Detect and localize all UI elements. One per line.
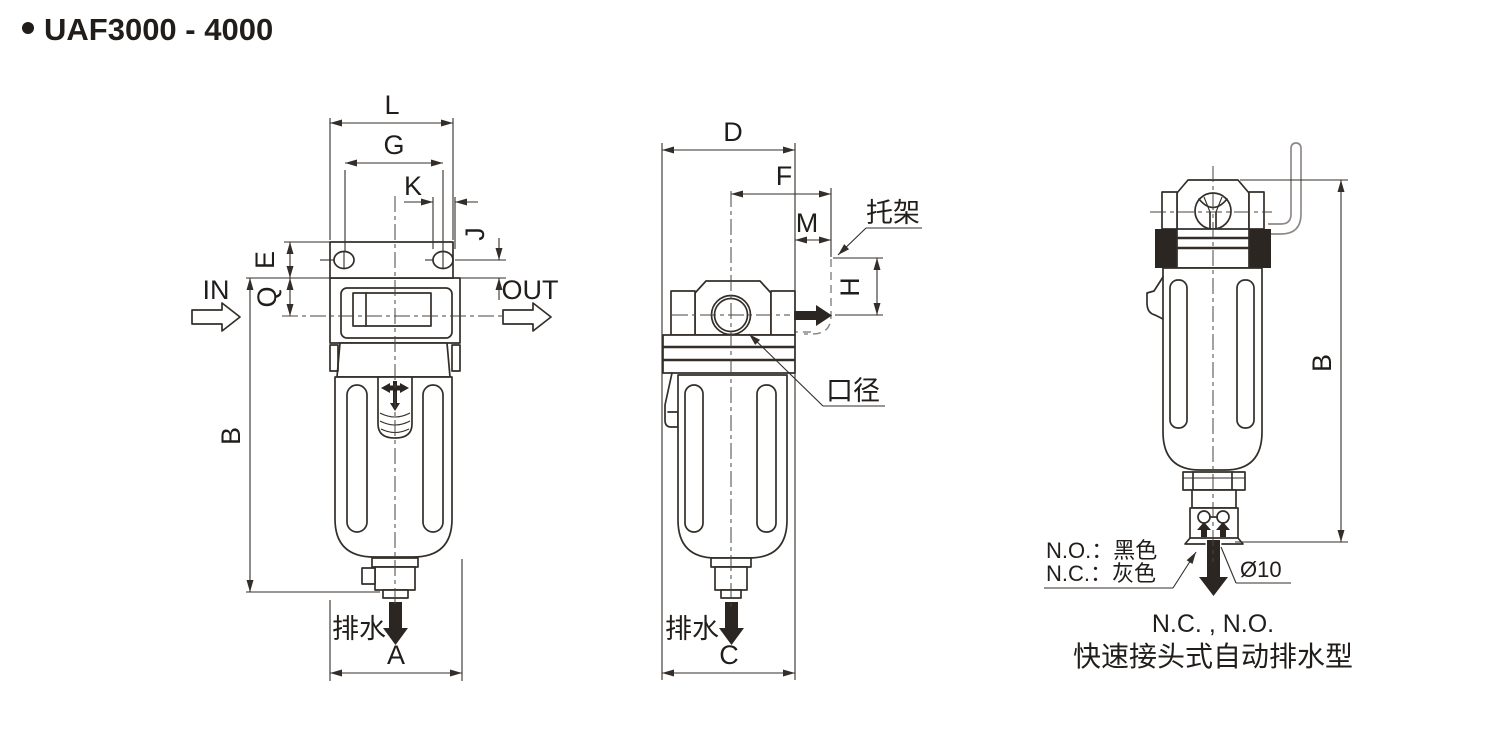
dim-label-f: F <box>776 161 793 191</box>
auto-drain-view: B N.O.：黑色 N.C.：灰色 Ø10 N.C. , N.O. 快速接头式自… <box>1044 142 1353 672</box>
drain-arrow-icon-drainview <box>1199 540 1228 596</box>
bowl-slot-left <box>346 384 368 533</box>
port-deflector <box>1198 196 1228 230</box>
outlet-arrow-icon <box>502 302 552 332</box>
dim-label-m: M <box>796 208 819 238</box>
title-text: UAF3000 - 4000 <box>44 12 273 47</box>
clamp-block-left <box>1155 229 1177 268</box>
drain-side-tab <box>361 567 376 585</box>
filter-head-side <box>694 280 772 336</box>
dim-label-b-front: B <box>216 427 246 445</box>
head-ear-left <box>670 290 696 336</box>
drain-arrow-icon-side <box>719 602 744 645</box>
drain-label-front: 排水 <box>332 614 386 644</box>
dim-label-k: K <box>404 171 422 201</box>
inlet-label: IN <box>203 275 230 305</box>
dim-label-g: G <box>383 130 404 160</box>
bowl-latch-drain <box>1146 276 1164 320</box>
drain-label-side: 排水 <box>665 614 719 644</box>
bowl-slot-right-drain <box>1236 279 1255 429</box>
auto-drain-neck <box>1191 489 1237 509</box>
drain-tube-outer <box>1268 149 1302 235</box>
front-view-dimensions: L G K J E Q <box>216 90 506 681</box>
drain-tube-inner <box>1268 149 1292 225</box>
flare-foot-right <box>1221 537 1244 545</box>
side-view: D F M 托架 H 口径 C 排水 <box>661 117 922 680</box>
dim-label-a: A <box>387 640 405 670</box>
dim-label-q: Q <box>252 286 282 307</box>
nc-color-label: N.C.：灰色 <box>1046 561 1156 586</box>
bowl-slot-right <box>422 384 444 533</box>
head-ear-right <box>770 290 796 336</box>
page-title: UAF3000 - 4000 <box>22 12 273 47</box>
clamp-block-right <box>1249 229 1271 268</box>
port-flow-arrow-icon <box>794 305 832 326</box>
drain-arrow-icon <box>383 602 408 645</box>
body-sight-window <box>352 292 432 327</box>
dim-label-j: J <box>460 227 490 241</box>
dim-label-l: L <box>384 90 399 120</box>
dim-label-c: C <box>719 640 739 670</box>
dim-label-d: D <box>723 117 743 147</box>
bowl-latch-side <box>664 372 679 428</box>
port-size-label: 口径 <box>826 376 880 406</box>
air-in-arrow-right <box>1216 522 1230 537</box>
drain-tube-cap <box>1290 142 1302 150</box>
drain-type-caption: N.C. , N.O. <box>1152 610 1274 638</box>
air-in-arrow-left <box>1197 522 1211 537</box>
bracket-plate <box>329 241 454 279</box>
diameter-label: Ø10 <box>1240 557 1282 582</box>
side-view-dimensions: D F M 托架 H 口径 C <box>661 117 922 680</box>
sight-dome <box>377 376 413 439</box>
bowl-slot-left-side <box>684 384 704 533</box>
bracket-label: 托架 <box>866 198 920 228</box>
dim-label-e: E <box>250 251 280 269</box>
bullet-icon <box>22 22 34 34</box>
bayonet-tab-left <box>329 344 339 372</box>
collar-band <box>662 334 796 374</box>
dim-label-h: H <box>835 277 865 297</box>
head-ear-right-drain <box>1248 191 1265 230</box>
bowl-guard <box>336 342 451 378</box>
inlet-arrow-icon <box>191 302 241 332</box>
dim-label-b-drain: B <box>1307 354 1337 372</box>
bowl-slot-right-side <box>756 384 777 533</box>
no-color-label: N.O.：黑色 <box>1046 538 1157 563</box>
head-ear-left-drain <box>1161 191 1178 230</box>
bayonet-tab-right <box>451 344 461 372</box>
quick-connect-block <box>1189 507 1239 539</box>
front-view: IN OUT L G K J <box>191 90 559 681</box>
outlet-label: OUT <box>502 275 559 305</box>
drain-type-subcaption: 快速接头式自动排水型 <box>1073 641 1353 672</box>
body-window-frame <box>340 287 453 339</box>
drain-view-dimensions: B <box>1044 179 1348 589</box>
bowl-slot-left-drain <box>1169 279 1188 429</box>
flare-foot-left <box>1184 537 1206 545</box>
